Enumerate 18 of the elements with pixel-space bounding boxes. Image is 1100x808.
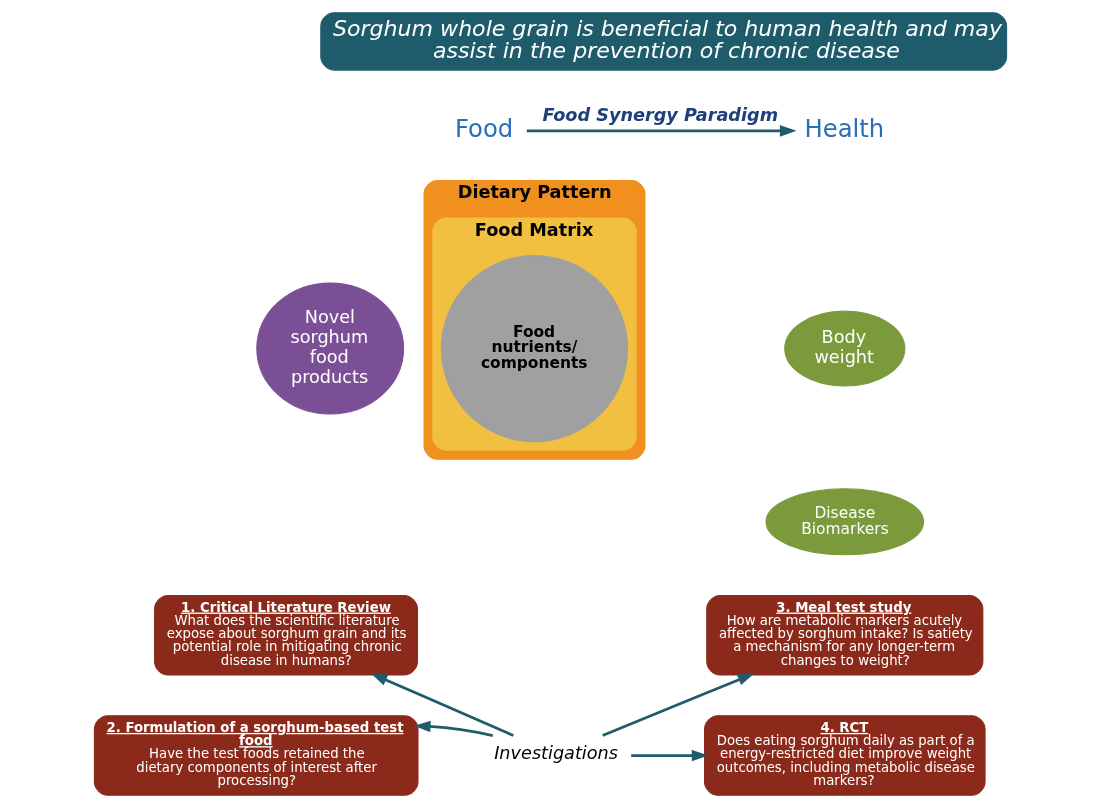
- arrow: [630, 749, 708, 762]
- arrow: [370, 673, 514, 737]
- node-box: 2. Formulation of a sorghum-based test food Have the test foods retained the dietary components of interest after processing?: [93, 715, 419, 796]
- node-text: Health: [803, 114, 884, 144]
- node-ellipse: Disease Biomarkers: [764, 488, 924, 556]
- node-text: Food: [454, 114, 513, 144]
- node-box: 1. Critical Literature Review What does the scientific literature expose about sorghum grain and its potential role in mitigating chronic disease in humans?: [153, 594, 418, 676]
- edge-label: Food Synergy Paradigm: [541, 104, 778, 125]
- node-ellipse: Body weight: [783, 310, 905, 387]
- arrow: [601, 673, 754, 737]
- node-text: Investigations: [493, 742, 618, 763]
- node-ellipse: Novel sorghum food products: [255, 282, 404, 415]
- arrow: [413, 720, 493, 737]
- arrow: [526, 125, 796, 137]
- node-box: 3. Meal test study How are metabolic markers acutely affected by sorghum intake? Is satiety a mechanism for any longer-term changes to weight?: [705, 594, 983, 676]
- node-circle: Food nutrients/ components: [440, 254, 628, 443]
- node-box: 4. RCT Does eating sorghum daily as part of a energy-restricted diet improve weight outcomes, including metabolic disease markers?: [703, 715, 986, 796]
- node-box: Sorghum whole grain is beneficial to human health and may assist in the prevention of chronic disease: [319, 12, 1007, 71]
